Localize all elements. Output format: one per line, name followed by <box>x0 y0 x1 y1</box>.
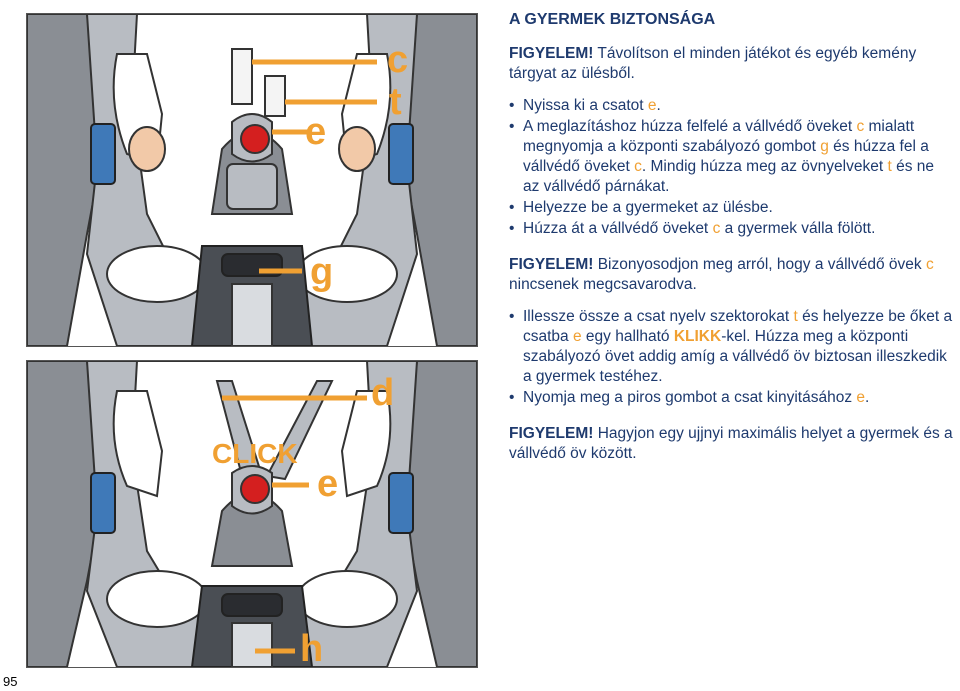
callout-e: e <box>305 111 326 153</box>
list-item: A meglazításhoz húzza felfelé a vállvédő… <box>509 117 954 197</box>
instruction-list-1: Nyissa ki a csatot e.A meglazításhoz húz… <box>509 96 954 239</box>
list-item: Nyissa ki a csatot e. <box>509 96 954 116</box>
callout-c: c <box>387 39 408 81</box>
callout-ref: c <box>634 158 642 175</box>
callout-ref: c <box>856 118 864 135</box>
callout-ref: e <box>856 389 865 406</box>
list-item: Helyezze be a gyermeket az ülésbe. <box>509 198 954 218</box>
list-item: Húzza át a vállvédő öveket c a gyermek v… <box>509 219 954 239</box>
instruction-list-2: Illessze össze a csat nyelv szektorokat … <box>509 307 954 408</box>
click-emphasis: KLIKK <box>674 328 721 345</box>
callout-g: g <box>310 251 333 293</box>
callout-click: CLICK <box>212 438 298 469</box>
callout-ref: e <box>573 328 582 345</box>
warning-label: FIGYELEM! <box>509 425 593 442</box>
illustration-bottom: CLICK d e h <box>26 360 478 668</box>
instructions-column: A GYERMEK BIZTONSÁGA FIGYELEM! Távolítso… <box>509 10 954 476</box>
callout-ref: g <box>820 138 829 155</box>
warning-label: FIGYELEM! <box>509 45 593 62</box>
illustration-top: c t e g <box>26 13 478 347</box>
warning-1: FIGYELEM! Távolítson el minden játékot é… <box>509 44 954 84</box>
page-title: A GYERMEK BIZTONSÁGA <box>509 10 954 30</box>
list-item: Illessze össze a csat nyelv szektorokat … <box>509 307 954 387</box>
callout-ref: t <box>887 158 891 175</box>
callout-e: e <box>317 463 338 505</box>
warning-label: FIGYELEM! <box>509 256 593 273</box>
page-number: 95 <box>3 674 17 689</box>
callout-ref: c <box>713 220 721 237</box>
callout-d: d <box>371 372 394 414</box>
callout-h: h <box>300 628 323 667</box>
warning-3: FIGYELEM! Hagyjon egy ujjnyi maximális h… <box>509 424 954 464</box>
callout-ref: t <box>794 308 798 325</box>
callout-t: t <box>389 81 402 123</box>
list-item: Nyomja meg a piros gombot a csat kinyitá… <box>509 388 954 408</box>
callout-ref: e <box>648 97 657 114</box>
warning-2: FIGYELEM! Bizonyosodjon meg arról, hogy … <box>509 255 954 295</box>
callout-ref: c <box>926 256 934 273</box>
